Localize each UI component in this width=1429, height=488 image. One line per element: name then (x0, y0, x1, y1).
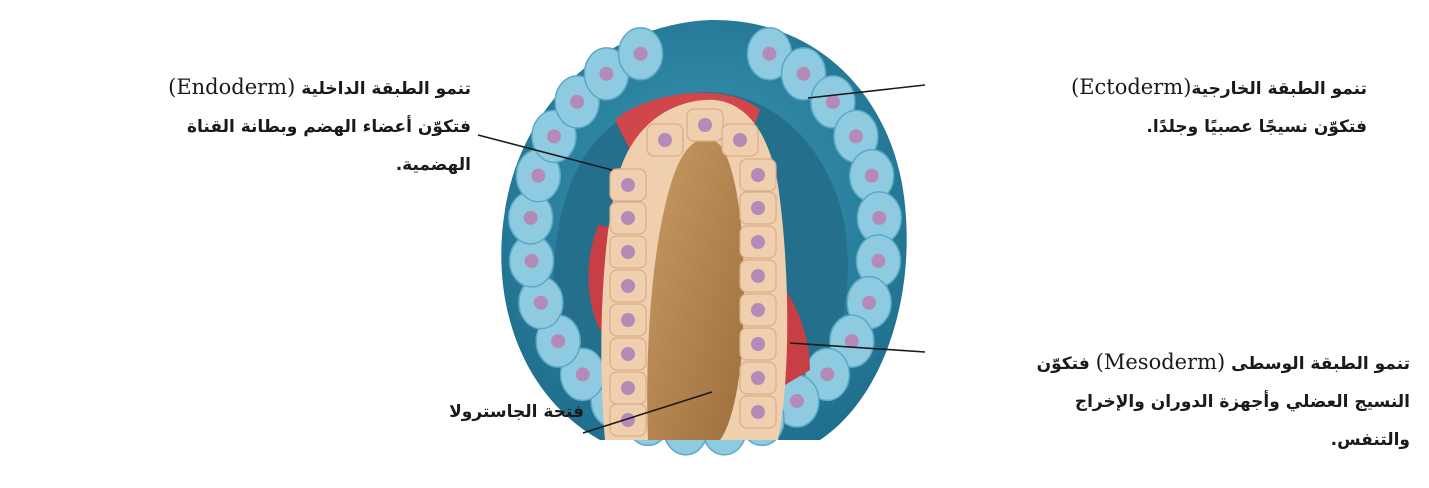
endoderm-prefix: تنمو الطبقة الداخلية (301, 79, 471, 99)
mesoderm-label-line-2: النسيج العضلي وأجهزة الدوران والإخراج (1037, 383, 1410, 421)
endoderm-cell (740, 159, 776, 191)
endoderm-cell (610, 338, 646, 370)
ectoderm-label: تنمو الطبقة الخارجية(Ectoderm) فتكوّن نس… (1071, 68, 1367, 146)
gastrula-opening-label: فتحة الجاسترولا (449, 393, 584, 431)
gastrula-opening-text: فتحة الجاسترولا (449, 393, 584, 431)
endoderm-cell (740, 362, 776, 394)
endoderm-cell (740, 260, 776, 292)
mesoderm-label: تنمو الطبقة الوسطى (Mesoderm) فتكوّن الن… (1037, 343, 1410, 459)
endoderm-cell (740, 396, 776, 428)
endoderm-cell (740, 226, 776, 258)
endoderm-cell (647, 124, 683, 156)
ectoderm-label-line-1: تنمو الطبقة الخارجية(Ectoderm) (1071, 68, 1367, 108)
endoderm-cell (610, 202, 646, 234)
ectoderm-cell (619, 28, 663, 80)
endoderm-cell (610, 270, 646, 302)
ectoderm-prefix: تنمو الطبقة الخارجية (1191, 79, 1367, 99)
ectoderm-term: (Ectoderm) (1071, 75, 1191, 99)
endoderm-term: (Endoderm) (168, 75, 295, 99)
endoderm-cell (610, 304, 646, 336)
endoderm-cell (722, 124, 758, 156)
mesoderm-suffix: فتكوّن (1037, 354, 1090, 374)
endoderm-cell (610, 236, 646, 268)
endoderm-cell (610, 404, 646, 436)
mesoderm-label-line-3: والتنفس. (1037, 421, 1410, 459)
endoderm-cell (740, 294, 776, 326)
endoderm-label-line-2: فتكوّن أعضاء الهضم وبطانة القناة (168, 108, 471, 146)
endoderm-label: تنمو الطبقة الداخلية (Endoderm) فتكوّن أ… (168, 68, 471, 184)
endoderm-cell (610, 372, 646, 404)
mesoderm-term: (Mesoderm) (1096, 350, 1226, 374)
endoderm-label-line-3: الهضمية. (168, 146, 471, 184)
ectoderm-label-line-2: فتكوّن نسيجًا عصبيًا وجلدًا. (1071, 108, 1367, 146)
mesoderm-prefix: تنمو الطبقة الوسطى (1231, 354, 1410, 374)
endoderm-cell (740, 192, 776, 224)
endoderm-cell (687, 109, 723, 141)
mesoderm-label-line-1: تنمو الطبقة الوسطى (Mesoderm) فتكوّن (1037, 343, 1410, 383)
endoderm-label-line-1: تنمو الطبقة الداخلية (Endoderm) (168, 68, 471, 108)
endoderm-cell (610, 169, 646, 201)
endoderm-cell (740, 328, 776, 360)
